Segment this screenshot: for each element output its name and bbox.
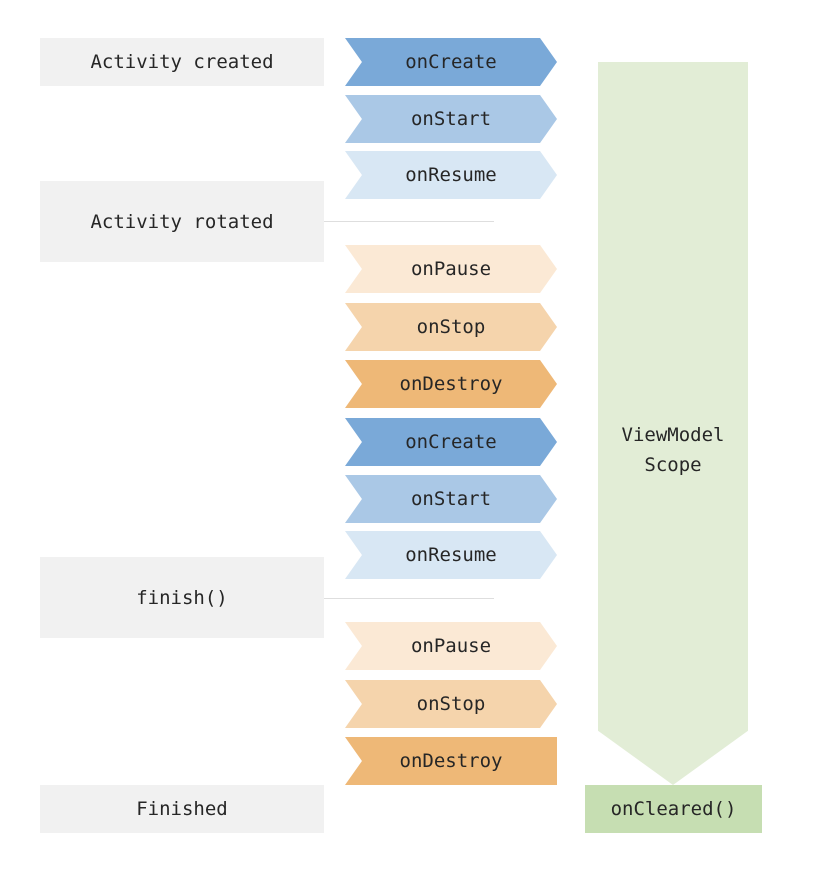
- viewmodel-scope-label: ViewModel Scope: [598, 420, 748, 480]
- oncleared-box: onCleared(): [585, 785, 762, 833]
- step-label: onStop: [416, 693, 486, 715]
- state-finish: finish(): [40, 557, 324, 638]
- step-label: onCreate: [405, 51, 497, 73]
- step-onpause-2: onPause: [345, 622, 557, 670]
- state-activity-rotated: Activity rotated: [40, 181, 324, 262]
- step-label: onDestroy: [399, 373, 503, 395]
- state-activity-created: Activity created: [40, 38, 324, 86]
- viewmodel-scope-line2: Scope: [644, 454, 702, 476]
- step-oncreate: onCreate: [345, 38, 557, 86]
- step-label: onStop: [416, 316, 486, 338]
- state-label: Finished: [136, 798, 228, 820]
- state-label: finish(): [136, 586, 228, 609]
- step-oncreate-2: onCreate: [345, 418, 557, 466]
- step-onresume-2: onResume: [345, 531, 557, 579]
- step-ondestroy-2: onDestroy: [345, 737, 557, 785]
- step-onstart: onStart: [345, 95, 557, 143]
- step-label: onDestroy: [399, 750, 503, 772]
- step-onpause: onPause: [345, 245, 557, 293]
- step-label: onResume: [405, 544, 497, 566]
- step-onstart-2: onStart: [345, 475, 557, 523]
- state-label: Activity rotated: [90, 210, 274, 233]
- step-onstop-2: onStop: [345, 680, 557, 728]
- finish-divider: [324, 598, 494, 599]
- viewmodel-scope-bar: [598, 62, 748, 785]
- step-label: onStart: [410, 108, 492, 130]
- step-onstop: onStop: [345, 303, 557, 351]
- viewmodel-scope-line1: ViewModel: [621, 424, 725, 446]
- step-label: onStart: [410, 488, 492, 510]
- oncleared-label: onCleared(): [610, 798, 737, 820]
- state-label: Activity created: [90, 51, 274, 73]
- rotated-divider: [324, 221, 494, 222]
- step-label: onCreate: [405, 431, 497, 453]
- state-finished: Finished: [40, 785, 324, 833]
- step-ondestroy: onDestroy: [345, 360, 557, 408]
- step-label: onResume: [405, 164, 497, 186]
- step-label: onPause: [410, 635, 492, 657]
- step-label: onPause: [410, 258, 492, 280]
- step-onresume: onResume: [345, 151, 557, 199]
